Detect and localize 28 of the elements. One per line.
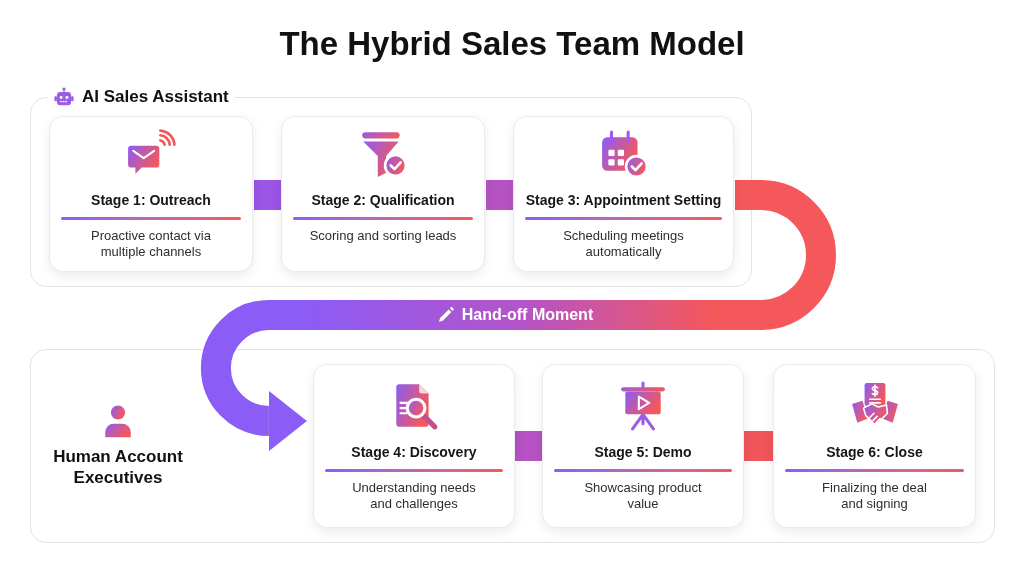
stage-description: Showcasing product value: [583, 480, 703, 512]
group-heading: AI Sales Assistant: [82, 86, 229, 108]
stage-title: Stage 4: Discovery: [351, 443, 477, 461]
edge-label: Hand-off Moment: [461, 305, 594, 325]
group-panel: [30, 349, 995, 543]
stage-title: Stage 1: Outreach: [91, 191, 211, 209]
stage-card: [542, 364, 744, 528]
stage-title: Stage 5: Demo: [594, 443, 692, 461]
stage-card: [313, 364, 515, 528]
group-heading: Human Account Executives: [52, 446, 184, 488]
stage-card: [513, 116, 734, 272]
stage-description: Scheduling meetings automatically: [562, 228, 685, 260]
stage-description: Proactive contact via multiple channels: [90, 228, 212, 260]
curved-arrow: [201, 180, 836, 451]
connector-bar: [254, 180, 282, 210]
stage-card: [773, 364, 976, 528]
stage-description: Finalizing the deal and signing: [821, 480, 928, 512]
stage-title: Stage 3: Appointment Setting: [525, 191, 722, 209]
stage-title: Stage 2: Qualification: [311, 191, 455, 209]
stage-description: Scoring and sorting leads: [309, 228, 457, 244]
connector-bar: [744, 431, 773, 461]
stage-card: [281, 116, 485, 272]
connector-bar: [515, 431, 542, 461]
connector-bar: [486, 180, 514, 210]
diagram-title: The Hybrid Sales Team Model: [279, 24, 745, 64]
stage-card: [49, 116, 253, 272]
stage-title: Stage 6: Close: [826, 443, 923, 461]
stage-description: Understanding needs and challenges: [351, 480, 477, 512]
